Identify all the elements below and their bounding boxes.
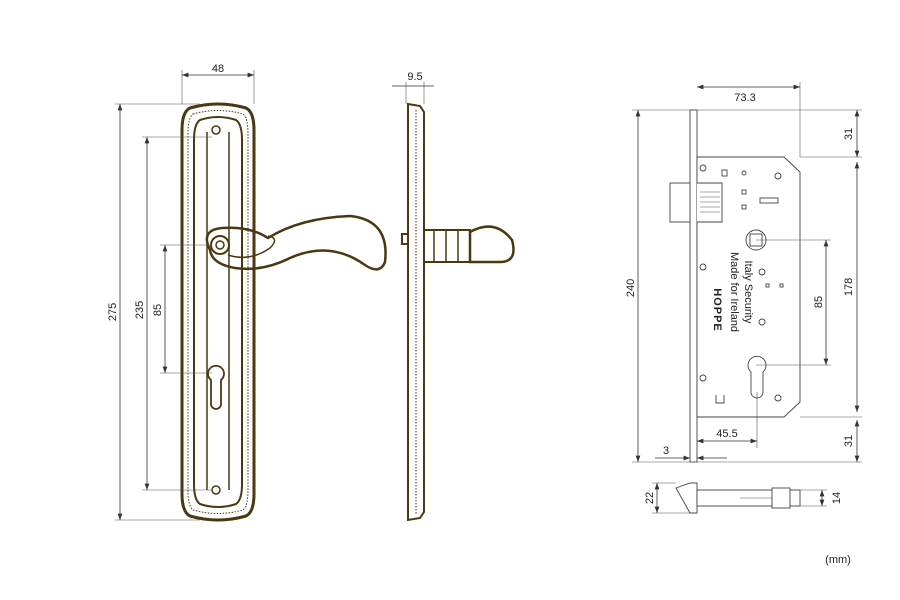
dim-height: 275: [107, 303, 119, 321]
dim-case-thickness: 14: [831, 492, 843, 504]
label-line2: Italy Security: [742, 261, 754, 324]
cylinder-hole: [747, 355, 767, 399]
dim-depth: 73.3: [734, 92, 755, 104]
screw-hole-top: [211, 125, 221, 135]
dim-screw-spacing: 235: [134, 301, 146, 319]
dim-faceplate-width: 22: [644, 492, 656, 504]
dim-width: 48: [212, 63, 224, 75]
faceplate: [689, 109, 698, 463]
dim-top-offset: 31: [843, 128, 855, 140]
keyhole: [207, 364, 225, 410]
screw-hole-bottom: [211, 485, 221, 495]
brand-logo: HOPPE: [711, 288, 723, 332]
dim-faceplate-thickness: 3: [663, 445, 669, 457]
lever-handle: [205, 214, 387, 271]
latch-bolt: [669, 182, 691, 223]
lock-body-view: HOPPE Made for Ireland Italy Security 73…: [625, 82, 862, 463]
handle-side-view: 9.5: [392, 71, 515, 522]
label-line1: Made for Ireland: [728, 252, 740, 332]
dim-bottom-offset: 31: [843, 435, 855, 447]
dim-thickness: 9.5: [407, 71, 422, 83]
dim-faceplate-length: 240: [625, 279, 637, 297]
handle-front-view: 48 275 235 85: [107, 63, 387, 522]
lock-bottom-view: 22 14: [644, 482, 843, 514]
dim-case-height: 178: [843, 278, 855, 296]
lock-case: [696, 156, 801, 418]
units-label: (mm): [825, 554, 851, 566]
dim-center-distance: 85: [813, 296, 825, 308]
dim-handle-to-key: 85: [152, 304, 164, 316]
dim-backset: 45.5: [716, 428, 737, 440]
